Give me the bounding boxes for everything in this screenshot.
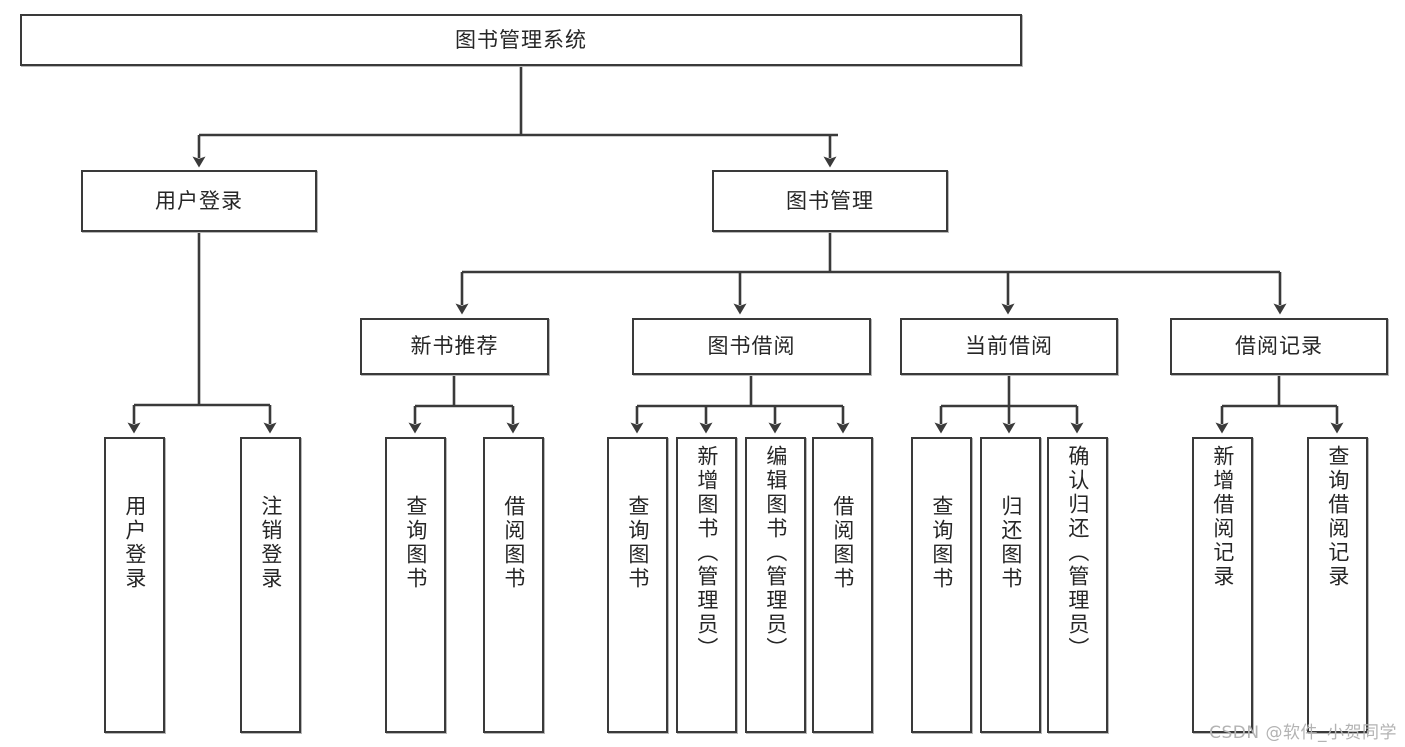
node-label: 用户登录 <box>122 495 147 591</box>
node-book-borrow[interactable]: 图书借阅 <box>632 318 871 375</box>
leaf-add-book-admin[interactable]: 新增图书（管理员） <box>676 437 737 733</box>
node-label: 归还图书 <box>998 495 1023 591</box>
leaf-edit-book-admin[interactable]: 编辑图书（管理员） <box>745 437 806 733</box>
node-label: 借阅图书 <box>830 495 855 591</box>
node-label: 借阅图书 <box>501 495 526 591</box>
node-user-login[interactable]: 用户登录 <box>81 170 317 232</box>
leaf-return-books[interactable]: 归还图书 <box>980 437 1041 733</box>
node-label: 注销登录 <box>258 495 283 591</box>
node-new-book-recommend[interactable]: 新书推荐 <box>360 318 549 375</box>
node-label: 图书管理 <box>786 188 874 213</box>
leaf-query-books-current[interactable]: 查询图书 <box>911 437 972 733</box>
node-label: 查询图书 <box>929 495 954 591</box>
node-label: 查询借阅记录 <box>1325 445 1350 589</box>
node-borrow-records[interactable]: 借阅记录 <box>1170 318 1388 375</box>
node-root-system[interactable]: 图书管理系统 <box>20 14 1022 66</box>
node-label: 查询图书 <box>625 495 650 591</box>
leaf-query-borrow-record[interactable]: 查询借阅记录 <box>1307 437 1368 733</box>
node-label: 编辑图书（管理员） <box>763 445 788 661</box>
node-label: 新增借阅记录 <box>1210 445 1235 589</box>
leaf-user-login[interactable]: 用户登录 <box>104 437 165 733</box>
node-label: 新书推荐 <box>410 334 499 359</box>
node-label: 当前借阅 <box>965 334 1053 359</box>
node-label: 图书借阅 <box>707 334 796 359</box>
watermark-text: CSDN @软件_小贺同学 <box>1209 723 1397 743</box>
node-label: 用户登录 <box>155 188 243 213</box>
leaf-logout[interactable]: 注销登录 <box>240 437 301 733</box>
node-label: 借阅记录 <box>1235 334 1323 359</box>
leaf-borrow-books[interactable]: 借阅图书 <box>812 437 873 733</box>
node-current-borrow[interactable]: 当前借阅 <box>900 318 1118 375</box>
node-book-management[interactable]: 图书管理 <box>712 170 948 232</box>
node-label: 图书管理系统 <box>455 27 587 52</box>
leaf-query-books-recommend[interactable]: 查询图书 <box>385 437 446 733</box>
leaf-add-borrow-record[interactable]: 新增借阅记录 <box>1192 437 1253 733</box>
node-label: 新增图书（管理员） <box>694 445 719 661</box>
leaf-confirm-return-admin[interactable]: 确认归还（管理员） <box>1047 437 1108 733</box>
leaf-borrow-books-recommend[interactable]: 借阅图书 <box>483 437 544 733</box>
leaf-query-books-borrow[interactable]: 查询图书 <box>607 437 668 733</box>
node-label: 确认归还（管理员） <box>1065 445 1090 661</box>
node-label: 查询图书 <box>403 495 428 591</box>
